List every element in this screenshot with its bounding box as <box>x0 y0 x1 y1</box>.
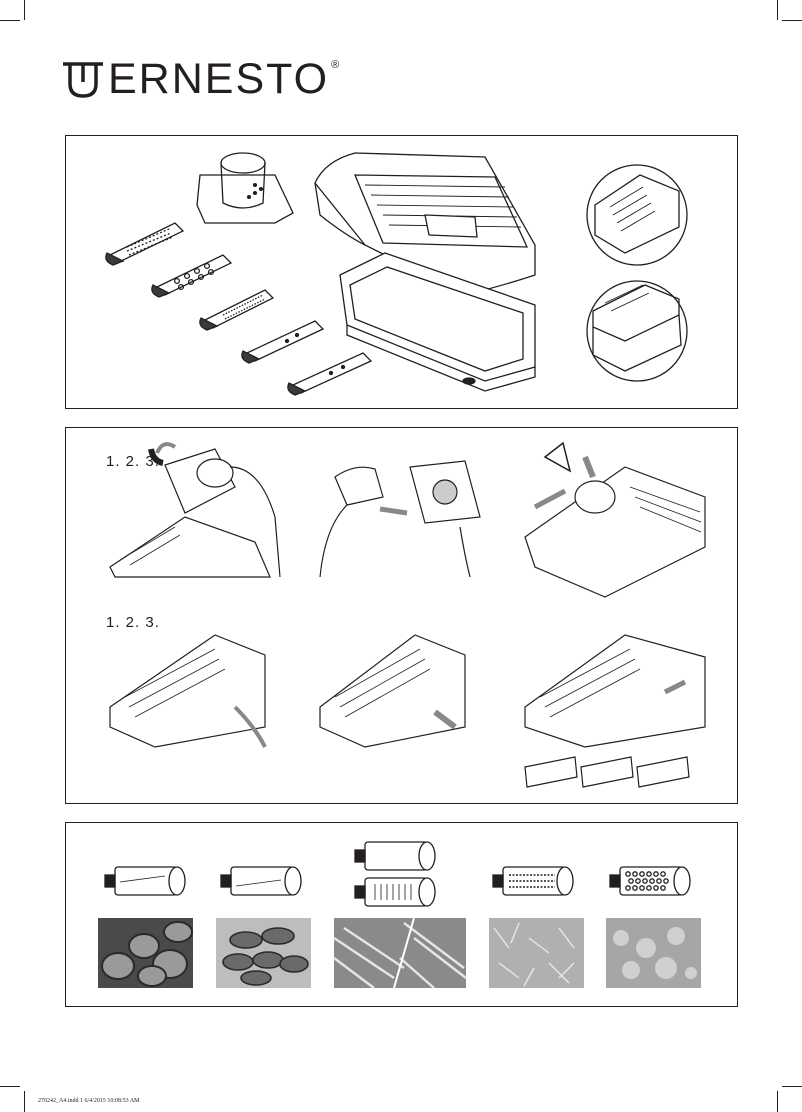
crop-mark <box>777 1091 778 1112</box>
coarse-grater-blade-icon <box>609 866 691 896</box>
warning-sign-icon <box>543 441 572 473</box>
julienne-blade-icon <box>354 841 436 907</box>
crop-mark <box>0 1086 20 1087</box>
blade-insert-icon <box>199 289 275 331</box>
fine-grater-blade-icon <box>492 866 574 896</box>
brand-name: ERNESTO <box>108 55 330 103</box>
brand-logo: ERNESTO ® <box>60 58 339 104</box>
registered-mark: ® <box>331 59 340 71</box>
container-tray-icon <box>339 252 536 392</box>
print-file-info: 270242_A4.indd 1 6/4/2015 10:08:53 AM <box>38 1098 140 1104</box>
blade-insert-icon <box>151 254 233 298</box>
crop-mark <box>0 20 20 21</box>
crop-mark <box>782 1086 802 1087</box>
result-photo-thin-slices <box>216 918 311 988</box>
steps-label-row2: 1. 2. 3. <box>106 614 160 631</box>
slicer-body-icon <box>314 152 536 296</box>
blade-insert-icon <box>105 222 185 266</box>
detail-circle-icon <box>586 164 688 266</box>
product-parts-illustration <box>105 152 688 396</box>
hand-guard-icon <box>196 152 294 224</box>
usage-steps-illustration <box>109 441 706 788</box>
slicing-blade-icon <box>220 866 302 896</box>
result-photo-fine-grated <box>489 918 584 988</box>
crop-mark <box>782 20 802 21</box>
result-photo-coarse-grated <box>606 918 701 988</box>
crop-mark <box>24 0 25 20</box>
blade-insert-icon <box>241 320 325 364</box>
result-photo-julienne <box>333 917 467 989</box>
slicing-blade-icon <box>104 866 186 896</box>
crop-mark <box>777 0 778 20</box>
steps-label-row1: 1. 2. 3. <box>106 453 160 470</box>
crop-mark <box>24 1091 25 1112</box>
detail-circle-icon <box>586 280 688 382</box>
logo-mark-icon <box>63 62 103 98</box>
blade-types-illustration <box>104 841 691 907</box>
result-photo-thick-slices <box>98 918 193 988</box>
blade-insert-icon <box>287 352 373 396</box>
